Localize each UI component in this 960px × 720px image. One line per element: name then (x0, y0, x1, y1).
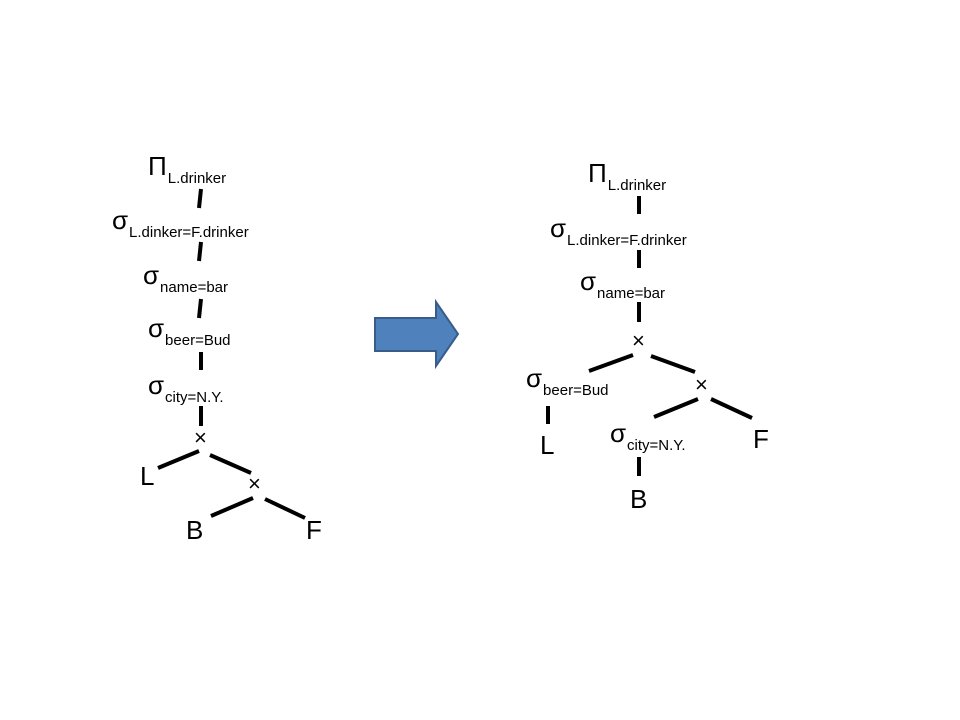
left-selection-beer-sub: beer=Bud (165, 332, 231, 349)
left-selection-beer-op: σ (148, 313, 165, 343)
left-projection-sub: L.drinker (167, 170, 227, 187)
left-edge-cross1-L (157, 449, 200, 470)
left-edge-cross2-F (264, 497, 306, 520)
left-cross-product-2: × (248, 471, 261, 496)
left-selection-name-op: σ (143, 260, 160, 290)
left-edge-cross1-cross2 (209, 453, 252, 475)
left-relation-B: B (186, 515, 204, 545)
left-selection-city-op: σ (148, 370, 165, 400)
right-selection-beer-op: σ (526, 363, 543, 393)
left-edge-sel1-sel2 (197, 241, 203, 262)
left-selection-name-node: σname=bar (143, 260, 228, 295)
right-selection-beer-sub: beer=Bud (543, 382, 609, 399)
right-selection-city-sub: city=N.Y. (627, 437, 686, 454)
left-edge-sel2-sel3 (197, 298, 203, 319)
left-relation-L: L (140, 461, 155, 491)
right-selection-name-sub: name=bar (597, 285, 666, 302)
right-selection-join-op: σ (550, 213, 567, 243)
right-relation-B: B (630, 484, 648, 514)
right-selection-beer-node: σbeer=Bud (526, 363, 609, 398)
left-selection-join-node: σL.dinker=F.drinker (112, 205, 249, 240)
right-relation-L: L (540, 430, 555, 460)
right-cross-product-2: × (695, 372, 708, 397)
right-projection-sub: L.drinker (607, 177, 667, 194)
left-projection-op: Π (148, 151, 167, 181)
left-relation-F: F (306, 515, 322, 545)
right-selection-city-node: σcity=N.Y. (610, 418, 686, 453)
left-projection-node: ΠL.drinker (148, 151, 226, 186)
right-projection-op: Π (588, 158, 607, 188)
right-edge-cross1-cross2 (650, 354, 696, 374)
left-selection-name-sub: name=bar (160, 279, 229, 296)
left-selection-city-sub: city=N.Y. (165, 389, 224, 406)
left-edge-proj-sel1 (197, 188, 203, 209)
left-selection-beer-node: σbeer=Bud (148, 313, 231, 348)
right-arrow-icon (374, 298, 460, 370)
left-selection-join-op: σ (112, 205, 129, 235)
left-selection-city-node: σcity=N.Y. (148, 370, 224, 405)
right-cross-product-1: × (632, 328, 645, 353)
right-selection-city-op: σ (610, 418, 627, 448)
right-edge-cross2-city (653, 397, 699, 419)
left-edge-cross2-B (210, 496, 254, 518)
left-selection-join-sub: L.dinker=F.drinker (129, 224, 249, 241)
right-selection-join-node: σL.dinker=F.drinker (550, 213, 687, 248)
right-selection-name-op: σ (580, 266, 597, 296)
right-selection-join-sub: L.dinker=F.drinker (567, 232, 687, 249)
right-relation-F: F (753, 424, 769, 454)
right-projection-node: ΠL.drinker (588, 158, 666, 193)
right-edge-cross2-F (710, 397, 753, 420)
left-cross-product-1: × (194, 425, 207, 450)
right-edge-cross1-beer (588, 353, 634, 373)
right-selection-name-node: σname=bar (580, 266, 665, 301)
